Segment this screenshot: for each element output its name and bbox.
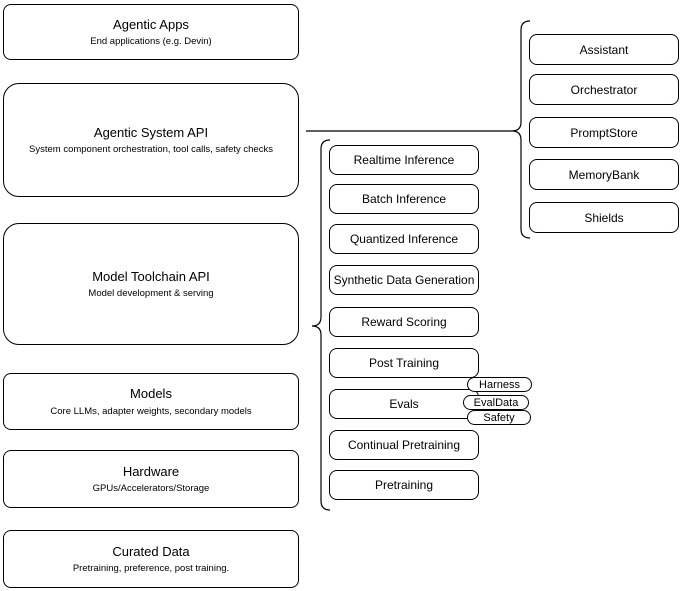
box-title: Curated Data [112,543,190,559]
box-subtitle: Pretraining, preference, post training. [72,563,230,575]
item-pretraining: Pretraining [329,470,479,500]
box-agentic-system-api: Agentic System API System component orch… [3,83,299,197]
box-title: Hardware [122,463,180,479]
component-assistant: Assistant [529,34,679,65]
component-promptstore: PromptStore [529,117,679,148]
box-agentic-apps: Agentic Apps End applications (e.g. Devi… [3,4,299,60]
item-evals: Evals [329,389,479,419]
item-quantized-inference: Quantized Inference [329,224,479,254]
box-model-toolchain-api: Model Toolchain API Model development & … [3,223,299,345]
brace-model-toolchain [311,139,331,511]
item-post-training: Post Training [329,348,479,378]
box-title: Models [130,386,172,401]
box-subtitle: Core LLMs, adapter weights, secondary mo… [50,405,252,417]
box-hardware: Hardware GPUs/Accelerators/Storage [3,450,299,508]
box-models: Models Core LLMs, adapter weights, secon… [3,373,299,430]
box-subtitle: System component orchestration, tool cal… [29,144,273,156]
item-batch-inference: Batch Inference [329,184,479,214]
tag-evaldata: EvalData [463,395,529,410]
box-subtitle: GPUs/Accelerators/Storage [92,483,210,495]
component-memorybank: MemoryBank [529,159,679,190]
item-reward-scoring: Reward Scoring [329,307,479,337]
item-synthetic-data-generation: Synthetic Data Generation [329,265,479,295]
box-title: Agentic System API [93,124,209,140]
tag-harness: Harness [467,377,532,392]
box-title: Agentic Apps [113,16,189,32]
component-orchestrator: Orchestrator [529,74,679,105]
item-continual-pretraining: Continual Pretraining [329,430,479,460]
box-title: Model Toolchain API [92,268,210,284]
box-subtitle: Model development & serving [88,288,214,300]
tag-safety: Safety [467,410,531,425]
box-curated-data: Curated Data Pretraining, preference, po… [3,530,299,588]
box-subtitle: End applications (e.g. Devin) [90,36,212,48]
brace-system-components [511,20,531,239]
item-realtime-inference: Realtime Inference [329,145,479,175]
component-shields: Shields [529,202,679,233]
